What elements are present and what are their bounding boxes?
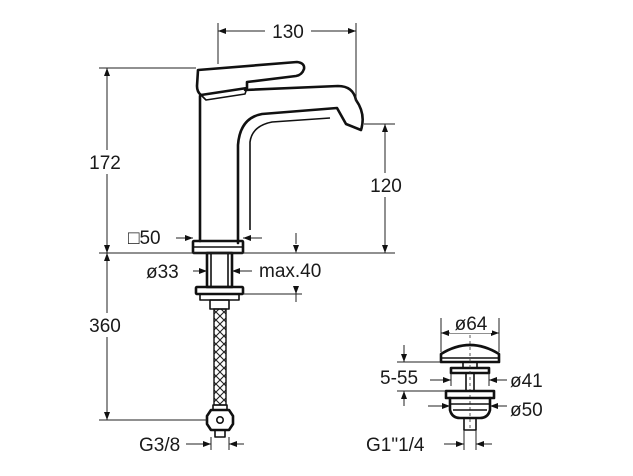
dim-flange-diameter: ø41 — [430, 371, 543, 392]
shank — [194, 251, 245, 310]
dim-body-diameter: ø50 — [428, 400, 543, 421]
flexible-hose — [205, 308, 235, 438]
dim-max-deck-label: max.40 — [259, 261, 321, 282]
dim-shank-diameter-label: ø33 — [146, 262, 179, 283]
dim-body-diameter-label: ø50 — [510, 400, 543, 421]
dim-width: 130 — [217, 20, 357, 102]
dim-spout-height: 120 — [360, 123, 410, 253]
dim-flange-diameter-label: ø41 — [510, 371, 543, 392]
dim-cap-diameter: ø64 — [440, 313, 500, 352]
faucet-body — [191, 60, 364, 255]
dim-drain-thread-label: G1"1/4 — [366, 435, 425, 456]
drain-cap — [439, 343, 501, 364]
dim-spout-height-label: 120 — [370, 176, 402, 197]
dim-width-label: 130 — [272, 22, 304, 43]
dim-hose-length-label: 360 — [89, 316, 121, 337]
dim-shank-diameter: ø33 — [146, 262, 252, 283]
dim-cap-diameter-label: ø64 — [455, 314, 488, 335]
faucet-spout — [236, 84, 364, 245]
dim-total-height: 172 — [80, 67, 196, 253]
dim-drain-thread: G1"1/4 — [366, 430, 492, 456]
dim-thickness-range: 5-55 — [380, 345, 446, 406]
drain-assembly — [439, 335, 501, 431]
dim-base-square: □50 — [128, 228, 299, 253]
dim-hose-thread: G3/8 — [139, 435, 244, 456]
dim-max-deck: max.40 — [243, 261, 321, 302]
dim-total-height-label: 172 — [89, 153, 121, 174]
lever-handle — [195, 60, 306, 97]
dim-hose-thread-label: G3/8 — [139, 435, 180, 456]
dim-base-square-label: □50 — [128, 228, 161, 249]
dim-hose-length: 360 — [80, 253, 207, 421]
dim-thickness-range-label: 5-55 — [380, 368, 418, 389]
